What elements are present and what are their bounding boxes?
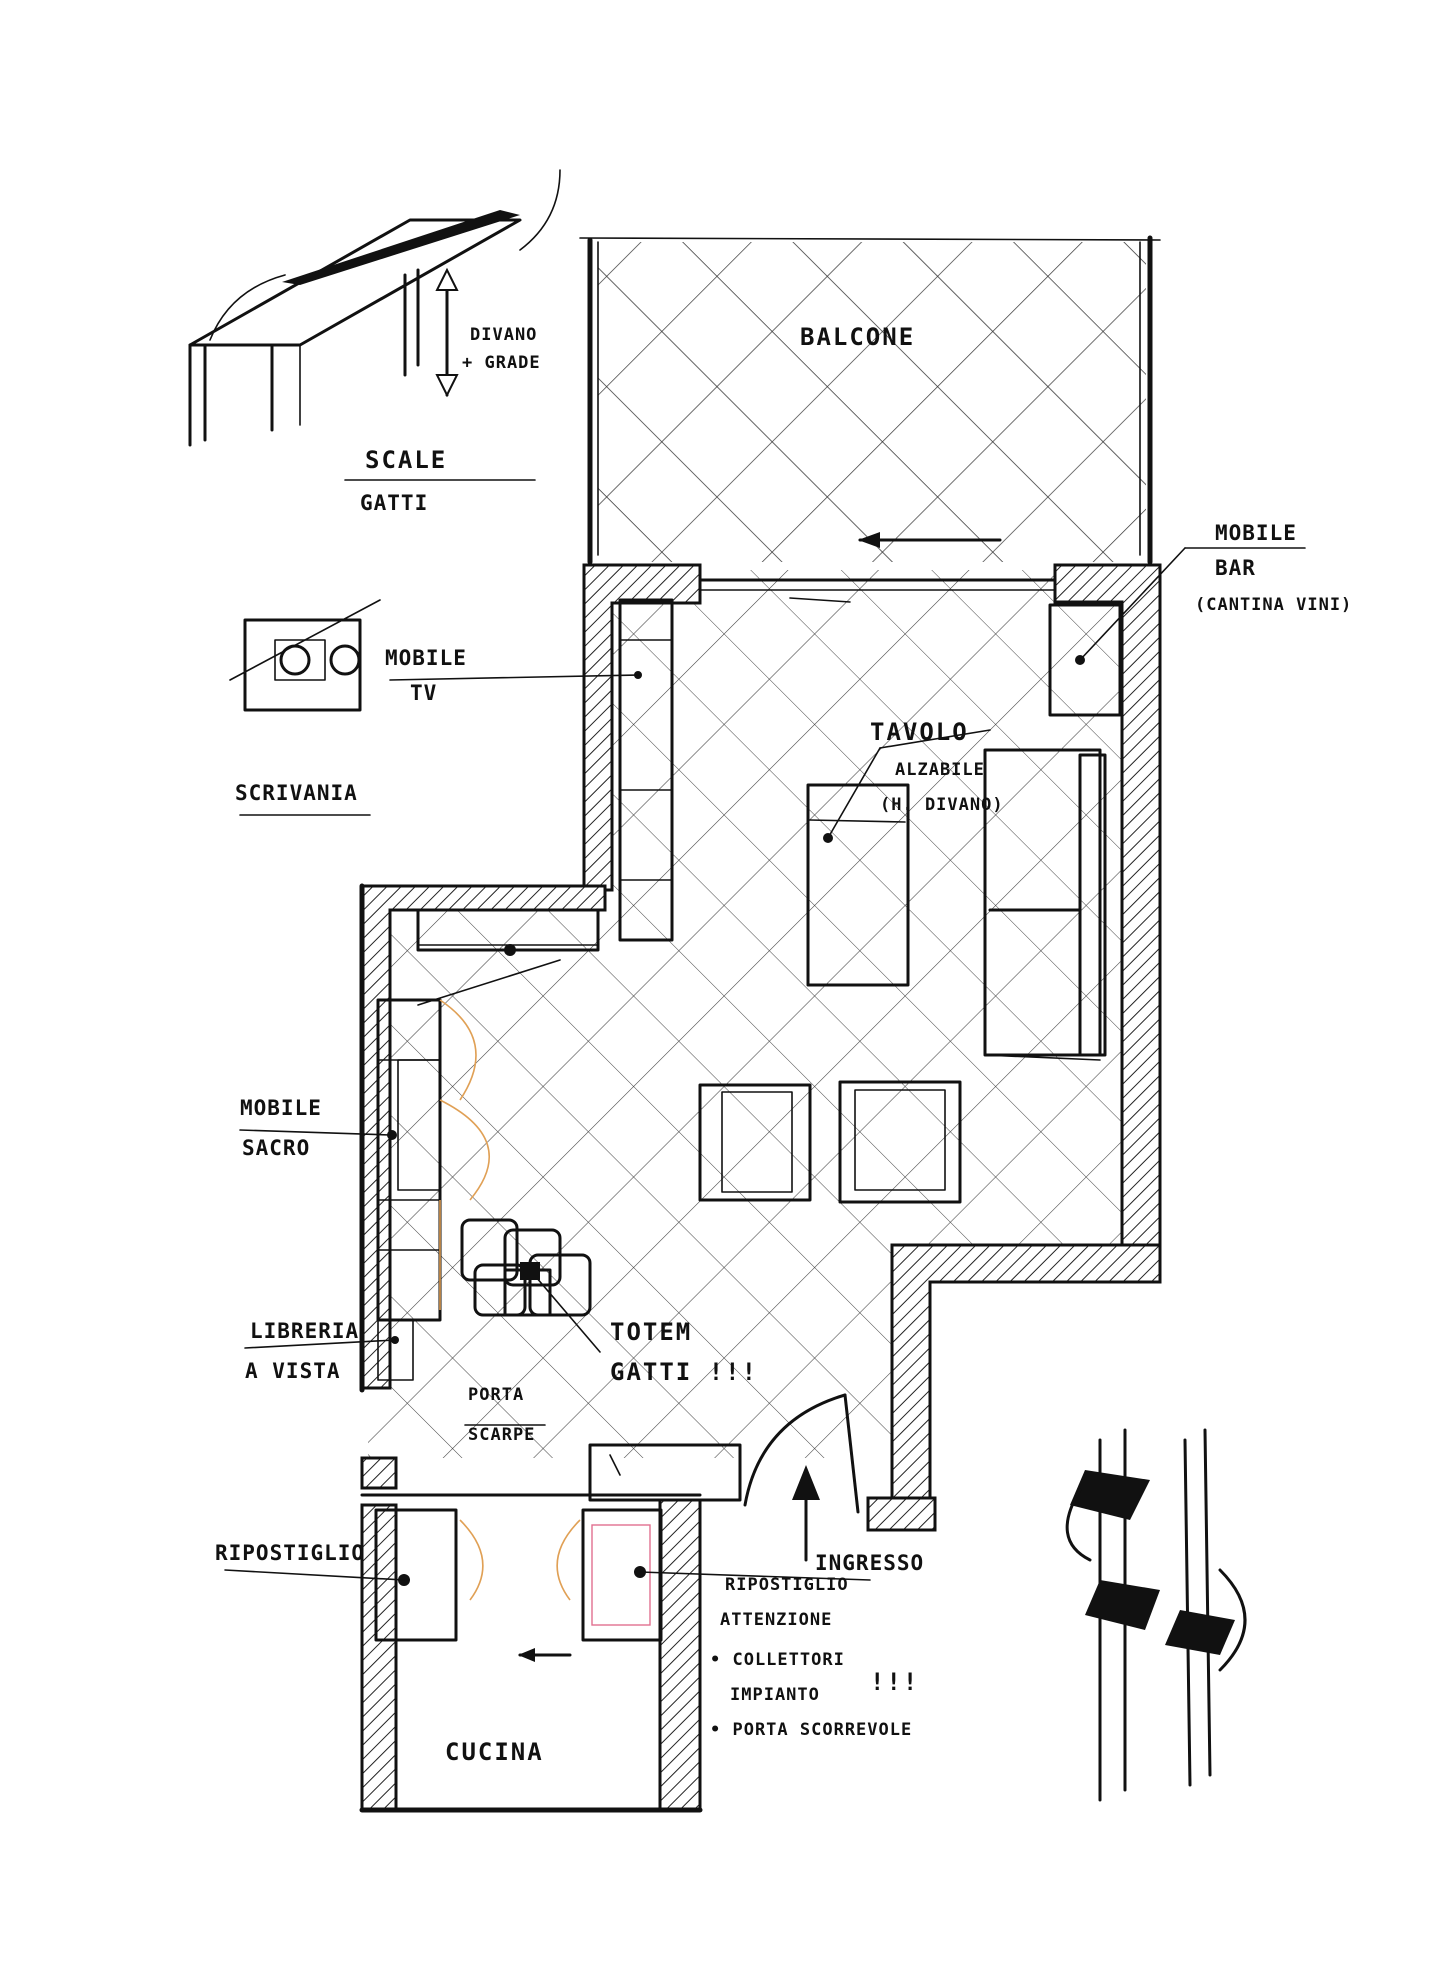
label-impianto: IMPIANTO <box>730 1685 820 1705</box>
label-esclamation: !!! <box>870 1668 919 1696</box>
armchairs <box>698 1080 962 1204</box>
label-totem: TOTEM <box>610 1318 692 1346</box>
living-floor <box>368 570 1122 1458</box>
tv-sketch <box>229 599 381 712</box>
totem-sketch <box>1065 1428 1247 1802</box>
label-scarpe: SCARPE <box>468 1425 535 1445</box>
shoe-cabinet <box>588 1443 742 1502</box>
label-cantina-vini: (CANTINA VINI) <box>1195 595 1352 615</box>
label-mobile-tv: MOBILE <box>385 646 467 670</box>
label-ripostiglio-left: RIPOSTIGLIO <box>215 1541 365 1565</box>
label-balcone: BALCONE <box>800 323 915 351</box>
label-ingresso: INGRESSO <box>815 1551 924 1575</box>
label-scale-gatti: GATTI <box>360 491 428 515</box>
label-attenzione: ATTENZIONE <box>720 1610 832 1630</box>
label-tv: TV <box>410 681 437 705</box>
balcony <box>579 235 1161 565</box>
label-mobile-sacro: MOBILE <box>240 1096 322 1120</box>
label-collettori: • COLLETTORI <box>710 1650 845 1670</box>
label-h-divano: (H. DIVANO) <box>880 795 1004 815</box>
label-porta-scorrevole: • PORTA SCORREVOLE <box>710 1720 912 1740</box>
label-grade: + GRADE <box>462 353 541 373</box>
kitchen-storage <box>360 1493 702 1662</box>
label-scrivania: SCRIVANIA <box>235 781 358 805</box>
label-ripostiglio-right: RIPOSTIGLIO <box>725 1575 849 1595</box>
label-a-vista: A VISTA <box>245 1359 341 1383</box>
balcony-door <box>698 578 1057 603</box>
walls <box>359 563 1162 1813</box>
label-totem-gatti: GATTI !!! <box>610 1358 758 1386</box>
cat-totem <box>460 1218 592 1317</box>
label-porta: PORTA <box>468 1385 524 1405</box>
label-tavolo: TAVOLO <box>870 718 969 746</box>
label-cucina: CUCINA <box>445 1738 544 1766</box>
entrance-door <box>743 1393 860 1562</box>
label-sacro: SACRO <box>242 1136 310 1160</box>
label-scale: SCALE <box>365 446 447 474</box>
label-mobile-bar: MOBILE <box>1215 521 1297 545</box>
sofa <box>983 748 1107 1061</box>
stair-sketch <box>188 169 561 447</box>
label-bar: BAR <box>1215 556 1256 580</box>
tv-cabinet <box>618 598 674 942</box>
leader-lines <box>224 479 1306 1581</box>
label-libreria: LIBRERIA <box>250 1319 359 1343</box>
label-alzabile: ALZABILE <box>895 760 985 780</box>
desk <box>416 908 600 1006</box>
label-divano: DIVANO <box>470 325 537 345</box>
